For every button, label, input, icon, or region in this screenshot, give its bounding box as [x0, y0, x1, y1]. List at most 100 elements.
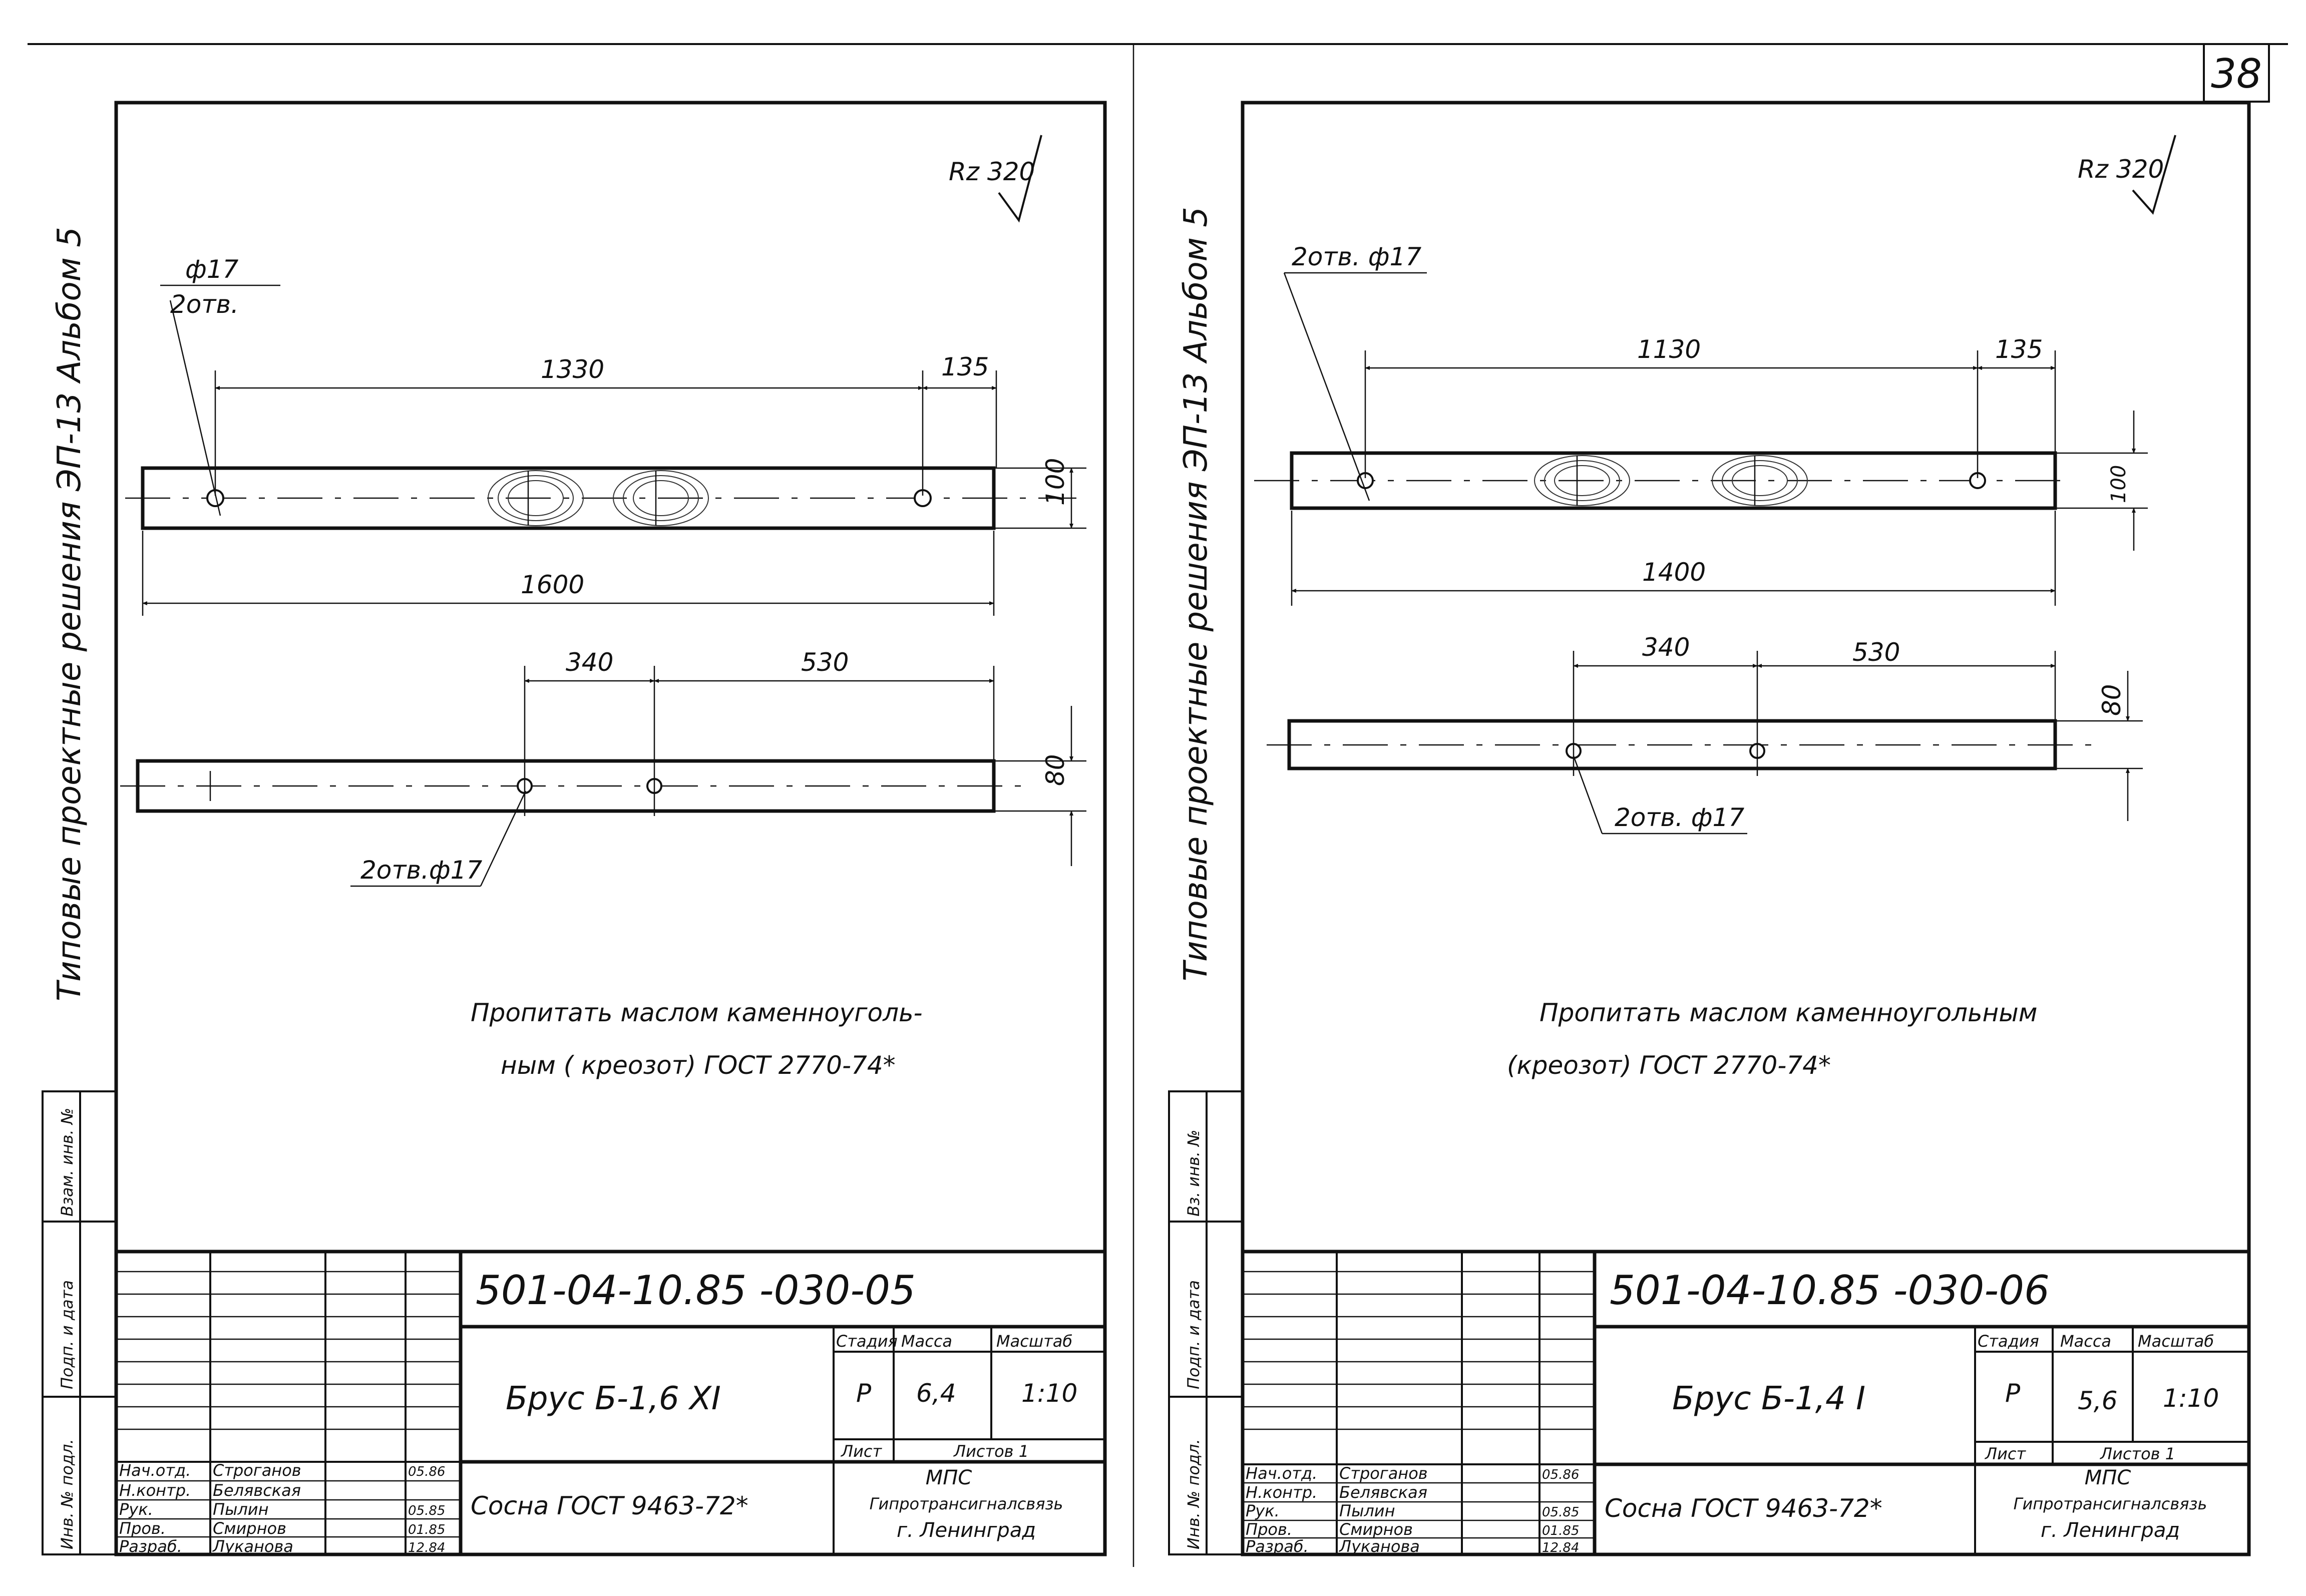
right-side-label: Типовые проектные решения ЭП-13 Альбом 5 — [1178, 207, 1215, 981]
left-dim-80: 80 — [1041, 754, 1070, 786]
left-date-4: 12.84 — [408, 1540, 445, 1555]
right-dims-top: 1130 135 100 1400 — [1291, 335, 2148, 606]
right-beam-bottom: 340 530 80 2отв. ф17 — [1267, 633, 2143, 835]
left-name-1: Белявская — [213, 1481, 301, 1500]
right-dim-1400: 1400 — [1642, 558, 1706, 587]
left-dim-340: 340 — [566, 648, 613, 677]
left-side-sign: Подп. и дата — [58, 1280, 77, 1389]
right-stamp-material: Сосна ГОСТ 9463-72* — [1605, 1494, 1882, 1523]
right-role-3: Пров. — [1246, 1520, 1292, 1539]
right-stamp-org2: Гипротрансигналсвязь — [2014, 1494, 2207, 1513]
left-beam-top: ф17 2отв. — [125, 255, 1076, 530]
left-stamp-h-scale: Масштаб — [996, 1332, 1072, 1351]
left-note-line2: ным ( креозот) ГОСТ 2770-74* — [501, 1051, 896, 1080]
right-date-4: 12.84 — [1542, 1540, 1579, 1555]
right-stamp-h-mass: Масса — [2060, 1332, 2111, 1351]
left-name-0: Строганов — [213, 1461, 301, 1480]
left-date-0: 05.86 — [408, 1464, 445, 1479]
left-name-4: Луканова — [212, 1537, 293, 1556]
right-roughness-label: Rz 320 — [2078, 155, 2164, 184]
right-name-1: Белявская — [1339, 1483, 1427, 1502]
left-role-3: Пров. — [119, 1519, 166, 1538]
left-stamp-org2: Гипротрансигналсвязь — [870, 1494, 1063, 1513]
right-stamp-code: 501-04-10.85 -030-06 — [1610, 1267, 2050, 1314]
right-role-1: Н.контр. — [1246, 1483, 1317, 1502]
right-name-3: Смирнов — [1339, 1520, 1413, 1539]
right-note-line1: Пропитать маслом каменноугольным — [1540, 998, 2037, 1027]
right-side-inv: Вз. инв. № — [1184, 1129, 1203, 1217]
right-date-3: 01.85 — [1542, 1523, 1579, 1538]
left-stamp-code: 501-04-10.85 -030-05 — [476, 1267, 916, 1314]
right-dim-530: 530 — [1852, 638, 1900, 667]
left-hole-note-bottom: 2отв.ф17 — [360, 856, 482, 885]
left-dim-530: 530 — [801, 648, 849, 677]
right-role-4: Разраб. — [1246, 1537, 1309, 1556]
right-date-0: 05.86 — [1542, 1467, 1579, 1482]
right-dim-340: 340 — [1642, 633, 1690, 662]
left-roughness-label: Rz 320 — [949, 157, 1035, 186]
right-stamp-org1: МПС — [2085, 1466, 2131, 1489]
left-side-label: Типовые проектные решения ЭП-13 Альбом 5 — [51, 227, 88, 1001]
right-name-4: Луканова — [1339, 1537, 1420, 1556]
left-dim-1330: 1330 — [541, 355, 604, 384]
right-stamp-sheet: Лист — [1985, 1444, 2026, 1463]
left-hole-note-top2: 2отв. — [170, 290, 239, 319]
left-dim-100: 100 — [1041, 458, 1070, 506]
left-role-1: Н.контр. — [119, 1481, 191, 1500]
right-stamp-h-stage: Стадия — [1978, 1332, 2039, 1351]
left-roughness-mark — [998, 135, 1042, 223]
right-dim-1130: 1130 — [1637, 335, 1701, 364]
right-note-line2: (креозот) ГОСТ 2770-74* — [1507, 1051, 1831, 1080]
left-role-0: Нач.отд. — [119, 1461, 191, 1480]
left-beam-bottom: 340 530 80 2отв.ф17 — [120, 648, 1086, 887]
left-side-inv: Взам. инв. № — [58, 1108, 77, 1217]
page-number-box: 38 — [2203, 43, 2270, 103]
right-dim-100: 100 — [2107, 465, 2130, 503]
right-grain-2 — [1712, 455, 1808, 506]
left-side-inv-orig: Инв. № подл. — [58, 1439, 77, 1549]
left-stamp-sheets: Листов 1 — [953, 1442, 1029, 1461]
right-stamp-name: Брус Б-1,4 I — [1672, 1380, 1865, 1417]
left-dim-135: 135 — [941, 352, 989, 381]
right-dim-80: 80 — [2097, 684, 2126, 716]
left-note-line1: Пропитать маслом каменноуголь- — [471, 998, 923, 1027]
right-sheet: Типовые проектные решения ЭП-13 Альбом 5… — [1168, 101, 2251, 1556]
right-stamp-stage: Р — [2005, 1379, 2021, 1408]
left-role-2: Рук. — [119, 1500, 153, 1519]
left-grain-1 — [488, 470, 584, 526]
left-title-block: 501-04-10.85 -030-05 Брус Б-1,6 XI Сосна… — [116, 1250, 1105, 1556]
left-stamp-org3: г. Ленинград — [897, 1519, 1036, 1542]
left-sheet: Типовые проектные решения ЭП-13 Альбом 5… — [42, 101, 1107, 1556]
page-number: 38 — [2211, 51, 2262, 97]
right-side-stamp: Вз. инв. № Подп. и дата Инв. № подл. — [1168, 1090, 1244, 1555]
right-name-2: Пылин — [1339, 1501, 1395, 1520]
right-stamp-scale: 1:10 — [2163, 1384, 2219, 1413]
left-stamp-scale: 1:10 — [1021, 1379, 1077, 1408]
right-name-0: Строганов — [1339, 1464, 1428, 1483]
right-hole-note-top: 2отв. ф17 — [1292, 242, 1421, 271]
left-date-2: 05.85 — [408, 1503, 445, 1518]
left-stamp-sheet: Лист — [841, 1442, 882, 1461]
left-frame — [114, 101, 1107, 1556]
right-stamp-h-scale: Масштаб — [2138, 1332, 2214, 1351]
left-stamp-h-mass: Масса — [901, 1332, 952, 1351]
left-stamp-material: Сосна ГОСТ 9463-72* — [471, 1491, 748, 1520]
right-stamp-sheets: Листов 1 — [2100, 1444, 2175, 1463]
right-date-2: 05.85 — [1542, 1505, 1579, 1520]
left-side-stamp: Взам. инв. № Подп. и дата Инв. № подл. — [42, 1090, 117, 1555]
left-stamp-h-stage: Стадия — [836, 1332, 898, 1351]
left-role-4: Разраб. — [119, 1537, 182, 1556]
left-dims-top: 1330 135 100 1600 — [142, 352, 1086, 616]
right-frame — [1241, 101, 2251, 1556]
left-name-2: Пылин — [213, 1500, 269, 1519]
right-beam-top: 2отв. ф17 — [1254, 242, 2063, 510]
right-role-2: Рук. — [1246, 1501, 1280, 1520]
right-stamp-mass: 5,6 — [2078, 1386, 2118, 1415]
left-date-3: 01.85 — [408, 1522, 445, 1537]
left-stamp-name: Брус Б-1,6 XI — [506, 1380, 721, 1417]
left-grain-2 — [613, 470, 709, 526]
left-stamp-mass: 6,4 — [916, 1379, 956, 1408]
right-side-sign: Подп. и дата — [1184, 1280, 1203, 1389]
right-title-block: 501-04-10.85 -030-06 Брус Б-1,4 I Сосна … — [1243, 1250, 2249, 1556]
